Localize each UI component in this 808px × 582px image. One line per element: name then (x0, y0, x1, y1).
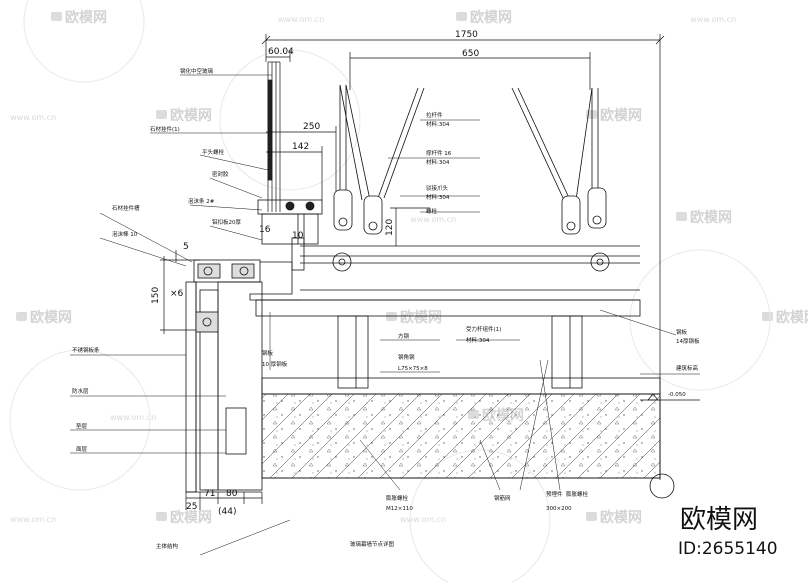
strut-material: 材料:304 (426, 158, 450, 166)
dim-44-label: (44) (218, 507, 236, 517)
dim-250-142 (266, 126, 337, 200)
dim-25-label: 25 (186, 502, 197, 512)
stone-fixing-label: 石材挂件(1) (150, 125, 180, 133)
span-650-label: 650 (462, 49, 479, 59)
glass-label: 钢化中空玻璃 (180, 67, 214, 75)
svg-text:欧模网: 欧模网 (170, 509, 212, 526)
plate-spec-label: 10 厚钢板 (262, 360, 288, 368)
glass-panel (267, 61, 281, 212)
dim-71-label: 71 (204, 489, 215, 499)
stone-cladding (185, 281, 263, 493)
horizontal-beam (291, 237, 640, 272)
svg-text:欧模网: 欧模网 (600, 509, 642, 526)
cushion-label: 垫层 (76, 422, 88, 430)
flat-bar-label: 平头螺栓 (202, 148, 225, 156)
claw-name: 驳接爪头 (426, 184, 449, 192)
glass-clamp (257, 199, 323, 245)
rear-plate-label: 钢板 (676, 328, 688, 336)
watermark-layer: 欧模网 www.om.cn 欧模网 www.om.cn www.om.cn 欧模… (9, 0, 808, 582)
steel-posts (337, 315, 583, 389)
foam-strip-label: 泡沫条 2# (188, 197, 215, 205)
svg-text:欧模网: 欧模网 (170, 107, 212, 124)
left-dims (160, 250, 200, 334)
svg-text:www.om.cn: www.om.cn (400, 515, 446, 524)
strut-name: 撑杆件 16 (426, 149, 452, 157)
tension-rods (339, 84, 599, 201)
rod-name: 拉杆件 (426, 111, 443, 119)
main-structure-label: 主体结构 (156, 542, 179, 550)
glass-offset-label: 60.04 (268, 47, 294, 57)
bolt-spec-label: M12×110 (386, 506, 413, 512)
drawing-title: 玻璃幕墙节点详图 (350, 540, 395, 548)
dim-142-label: 142 (292, 142, 309, 152)
base-profile (193, 259, 641, 317)
svg-text:欧模网: 欧模网 (470, 9, 512, 26)
support-name: 受力杆组件(1) (466, 325, 501, 333)
sealant-label: 密封胶 (212, 170, 229, 178)
leader-lines (70, 74, 700, 556)
dim-250-label: 250 (303, 122, 320, 132)
dim-x6-label: ×6 (170, 289, 184, 299)
bottom-dims (185, 492, 263, 510)
foam-10-label: 泡沫棒 10 (112, 230, 138, 238)
svg-text:www.om.cn: www.om.cn (278, 15, 324, 24)
claw-heads (333, 187, 607, 235)
svg-text:欧模网: 欧模网 (690, 209, 732, 226)
level-marker (640, 393, 700, 401)
dim-650 (349, 52, 591, 90)
steel-plate-label: 不锈钢板条 (72, 346, 100, 354)
embed-bolt-label: 膨胀螺栓 (566, 490, 589, 498)
svg-text:www.om.cn: www.om.cn (410, 215, 456, 224)
concrete-slab (261, 377, 661, 479)
wall-face-label: 面层 (76, 446, 88, 453)
dim-16-label: 16 (259, 225, 271, 235)
svg-text:欧模网: 欧模网 (30, 309, 72, 326)
section-marker (649, 473, 675, 499)
dim-60 (266, 50, 291, 62)
dim-120 (390, 207, 430, 246)
structure-level: 建筑标高 (676, 364, 699, 372)
embed-spec-label: 300×200 (546, 506, 572, 512)
main-steel-label: 方钢 (398, 332, 410, 340)
bolt-name-label: 膨胀螺栓 (386, 494, 409, 502)
rear-plate-spec: 14厚钢板 (676, 337, 700, 345)
rebar-label: 钢筋网 (494, 494, 511, 502)
plate-label: 钢板 (262, 349, 274, 357)
svg-text:www.om.cn: www.om.cn (10, 515, 56, 524)
dim-80-label: 80 (226, 489, 238, 499)
angle-spec-label: L75×75×8 (398, 366, 428, 372)
embed-name-label: 预埋件 (546, 490, 563, 498)
dim-10-label: 10 (292, 231, 304, 241)
svg-text:欧模网: 欧模网 (65, 9, 107, 26)
svg-text:欧模网: 欧模网 (600, 107, 642, 124)
id-label: ID:2655140 (678, 539, 778, 559)
svg-text:欧模网: 欧模网 (776, 309, 808, 326)
svg-text:www.om.cn: www.om.cn (110, 413, 156, 422)
rod-material: 材料:304 (426, 120, 450, 128)
brand-label: 欧模网 (680, 505, 758, 535)
angle-steel-label: 钢角钢 (398, 353, 415, 361)
dim-5-label: 5 (183, 242, 189, 252)
dim-150-label: 150 (151, 287, 161, 304)
anchor-bolt-label: 螺栓 (426, 207, 438, 215)
svg-text:www.om.cn: www.om.cn (690, 15, 736, 24)
stone-hook-label: 石材挂件槽 (112, 204, 140, 212)
support-material: 材料:304 (466, 336, 490, 344)
level-value: -0.050 (668, 392, 686, 398)
dim-120-label: 120 (385, 219, 395, 236)
svg-text:www.om.cn: www.om.cn (10, 113, 56, 122)
claw-material: 材料:304 (426, 193, 450, 201)
waterproof-label: 防水层 (72, 387, 89, 395)
svg-text:欧模网: 欧模网 (400, 309, 442, 326)
overall-width-label: 1750 (455, 30, 478, 40)
cap-label: 铝扣板20厚 (212, 218, 241, 226)
